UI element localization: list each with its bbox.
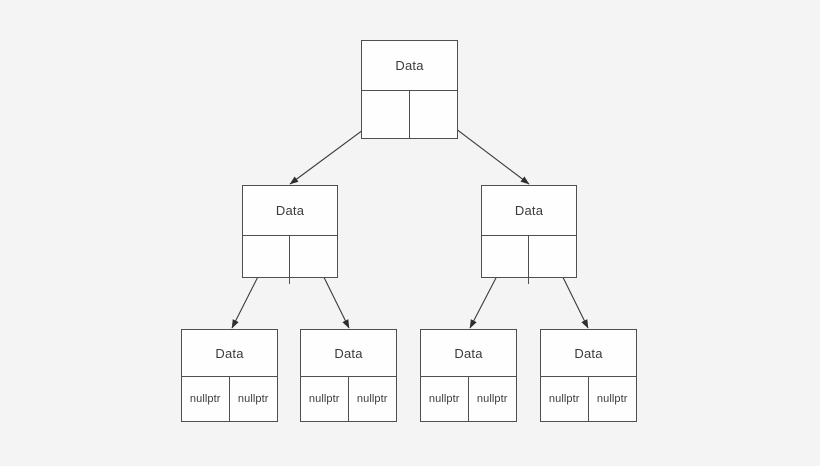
node-right-pointer-cell — [410, 91, 458, 139]
tree-node-root: Data — [361, 40, 458, 139]
node-pointer-row: nullptr nullptr — [301, 377, 396, 421]
node-data-cell: Data — [362, 41, 457, 91]
tree-node-right-child: Data — [481, 185, 577, 284]
node-left-pointer-cell — [243, 236, 290, 284]
node-pointer-row — [243, 236, 337, 284]
node-data-cell: Data — [482, 186, 576, 236]
node-right-pointer-cell: nullptr — [596, 393, 628, 405]
node-data-cell: Data — [421, 330, 516, 377]
node-left-pointer-cell: nullptr — [182, 377, 230, 421]
node-data-cell: Data — [243, 186, 337, 236]
node-pointer-row: nullptr nullptr — [182, 377, 277, 421]
node-data-cell: Data — [541, 330, 636, 377]
node-data-cell: Data — [182, 330, 277, 377]
node-right-pointer-cell — [290, 236, 337, 284]
node-right-pointer-cell: nullptr — [476, 393, 508, 405]
node-pointer-row — [362, 91, 457, 139]
node-left-pointer-cell — [362, 91, 410, 139]
node-right-pointer-cell: nullptr — [237, 393, 269, 405]
node-left-pointer-cell: nullptr — [421, 377, 469, 421]
node-pointer-row: nullptr nullptr — [421, 377, 516, 421]
tree-node-left-child: Data — [242, 185, 338, 284]
node-left-pointer-cell: nullptr — [541, 377, 589, 421]
node-left-pointer-cell — [482, 236, 529, 284]
node-right-pointer-cell: nullptr — [356, 393, 388, 405]
node-right-pointer-cell — [529, 236, 576, 284]
node-left-pointer-cell: nullptr — [301, 377, 349, 421]
node-pointer-row: nullptr nullptr — [541, 377, 636, 421]
node-data-cell: Data — [301, 330, 396, 377]
node-pointer-row — [482, 236, 576, 284]
